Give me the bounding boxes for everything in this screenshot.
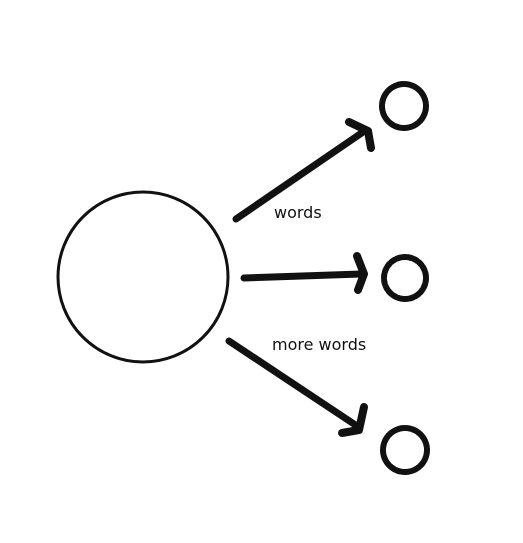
- target-circle-bottom: [380, 425, 430, 475]
- arrow-top: [232, 118, 375, 223]
- target-circle-middle: [381, 254, 429, 302]
- arrow-middle: [240, 252, 368, 294]
- label-top: words: [274, 203, 322, 222]
- target-circle-top: [379, 81, 429, 131]
- source-circle: [56, 190, 230, 364]
- label-bottom: more words: [272, 335, 366, 354]
- arrow-bottom: [225, 337, 368, 437]
